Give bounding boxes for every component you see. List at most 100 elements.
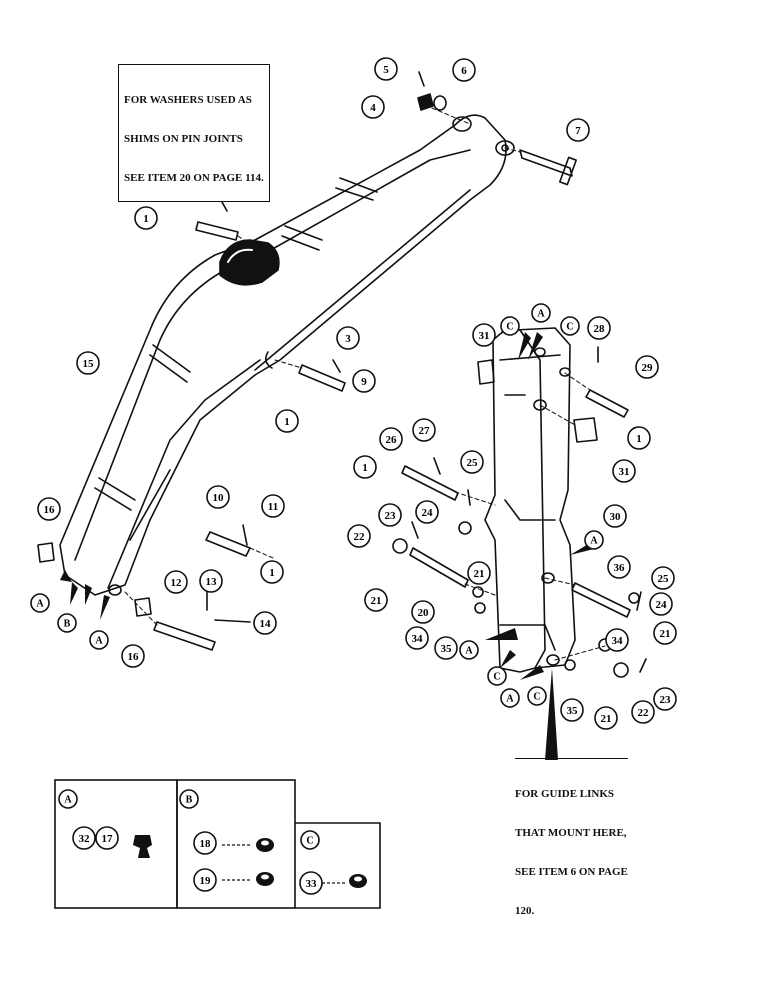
legend-item-17-label: 17 <box>102 833 114 845</box>
callout-27-circle <box>412 418 436 442</box>
link-arm <box>484 327 576 673</box>
callout-22-label: 22 <box>354 531 366 543</box>
ref-letter-a-circle <box>89 630 109 650</box>
legend-item-18-circle <box>193 831 217 855</box>
callout-31-circle <box>472 323 496 347</box>
ref-letter-c-circle <box>527 686 547 706</box>
callout-21-circle <box>594 706 618 730</box>
washer-note-line-3: SEE ITEM 20 ON PAGE 114. <box>124 172 264 184</box>
ref-letter-c-label: C <box>493 672 500 683</box>
ref-letter-a-label: A <box>537 309 545 320</box>
washer-note-line-2: SHIMS ON PIN JOINTS <box>124 133 243 145</box>
callout-1-circle <box>260 560 284 584</box>
callout-9-circle <box>352 369 376 393</box>
callout-1-circle <box>275 409 299 433</box>
ref-letter-a-label: A <box>590 536 598 547</box>
callout-7-label: 7 <box>575 125 581 137</box>
callout-16-circle <box>121 644 145 668</box>
callout-30-circle <box>603 504 627 528</box>
callout-3-label: 3 <box>345 333 351 345</box>
legend-item-32-circle <box>72 826 96 850</box>
callout-4-circle <box>361 95 385 119</box>
callout-1-circle <box>134 206 158 230</box>
callout-25-circle <box>651 566 675 590</box>
ref-letter-b-circle <box>57 613 77 633</box>
callout-31-label: 31 <box>479 330 490 342</box>
callout-23-circle <box>653 687 677 711</box>
callout-35-circle <box>434 636 458 660</box>
ref-letter-a-label: A <box>36 599 44 610</box>
callout-5-circle <box>374 57 398 81</box>
callout-4-label: 4 <box>370 102 376 114</box>
ref-letter-a-circle <box>30 593 50 613</box>
callout-6-circle <box>452 58 476 82</box>
washer-note-line-1: FOR WASHERS USED AS <box>124 94 252 106</box>
callout-24-circle <box>649 592 673 616</box>
callout-3-circle <box>336 326 360 350</box>
callout-25-label: 25 <box>467 457 479 469</box>
ref-letter-c-circle <box>500 316 520 336</box>
legend-letter-c-circle <box>300 830 320 850</box>
callout-21-circle <box>364 588 388 612</box>
callout-21-label: 21 <box>474 568 485 580</box>
legend-item-17-circle <box>95 826 119 850</box>
callout-12-label: 12 <box>171 577 183 589</box>
ref-letter-c-circle <box>487 666 507 686</box>
legend-item-32-label: 32 <box>79 833 91 845</box>
hardware <box>37 71 647 678</box>
ref-letter-a-label: A <box>506 694 514 705</box>
callout-35-circle <box>560 698 584 722</box>
callout-22-circle <box>347 524 371 548</box>
callout-26-label: 26 <box>386 434 398 446</box>
callout-29-circle <box>635 355 659 379</box>
legend-part-highlights <box>261 840 362 882</box>
callout-21-circle <box>467 561 491 585</box>
legend-item-33-label: 33 <box>306 878 318 890</box>
legend-letter-c-label: C <box>306 836 313 847</box>
callout-28-label: 28 <box>594 323 606 335</box>
callout-36-label: 36 <box>614 562 626 574</box>
callout-14-circle <box>253 611 277 635</box>
callout-16-circle <box>37 497 61 521</box>
legend-letter-b-circle <box>179 789 199 809</box>
ref-letter-b-label: B <box>64 619 71 630</box>
ref-letter-a-label: A <box>465 646 473 657</box>
callout-15-circle <box>76 351 100 375</box>
callout-23-label: 23 <box>385 510 397 522</box>
callout-10-circle <box>206 485 230 509</box>
callout-34-circle <box>405 626 429 650</box>
callout-23-circle <box>378 503 402 527</box>
legend-letter-b-label: B <box>186 795 193 806</box>
callout-1-label: 1 <box>362 462 368 474</box>
callout-27-label: 27 <box>419 425 431 437</box>
ref-letter-a-circle <box>459 640 479 660</box>
legend-item-33-circle <box>299 871 323 895</box>
callout-13-label: 13 <box>206 576 218 588</box>
callout-34-label: 34 <box>612 635 624 647</box>
boom <box>59 114 515 596</box>
callout-layer: 1111123456789101112131415161620212121212… <box>37 57 677 730</box>
callout-36-circle <box>607 555 631 579</box>
callout-23-label: 23 <box>660 694 672 706</box>
callout-24-label: 24 <box>656 599 668 611</box>
callout-13-circle <box>199 569 223 593</box>
callout-22-label: 22 <box>638 707 650 719</box>
callout-21-circle <box>653 621 677 645</box>
ref-letter-a-circle <box>500 688 520 708</box>
ref-letter-a-label: A <box>95 636 103 647</box>
pointer-wedges <box>60 332 598 760</box>
callout-7-circle <box>566 118 590 142</box>
callout-26-circle <box>379 427 403 451</box>
guide-note-line-2: THAT MOUNT HERE, <box>515 827 627 839</box>
ref-letter-c-circle <box>560 316 580 336</box>
guide-links-note: FOR GUIDE LINKS THAT MOUNT HERE, SEE ITE… <box>515 758 628 931</box>
callout-14-label: 14 <box>260 618 272 630</box>
callout-25-circle <box>460 450 484 474</box>
callout-21-label: 21 <box>601 713 612 725</box>
ref-letter-a-circle <box>584 530 604 550</box>
legend-item-19-label: 19 <box>200 875 212 887</box>
